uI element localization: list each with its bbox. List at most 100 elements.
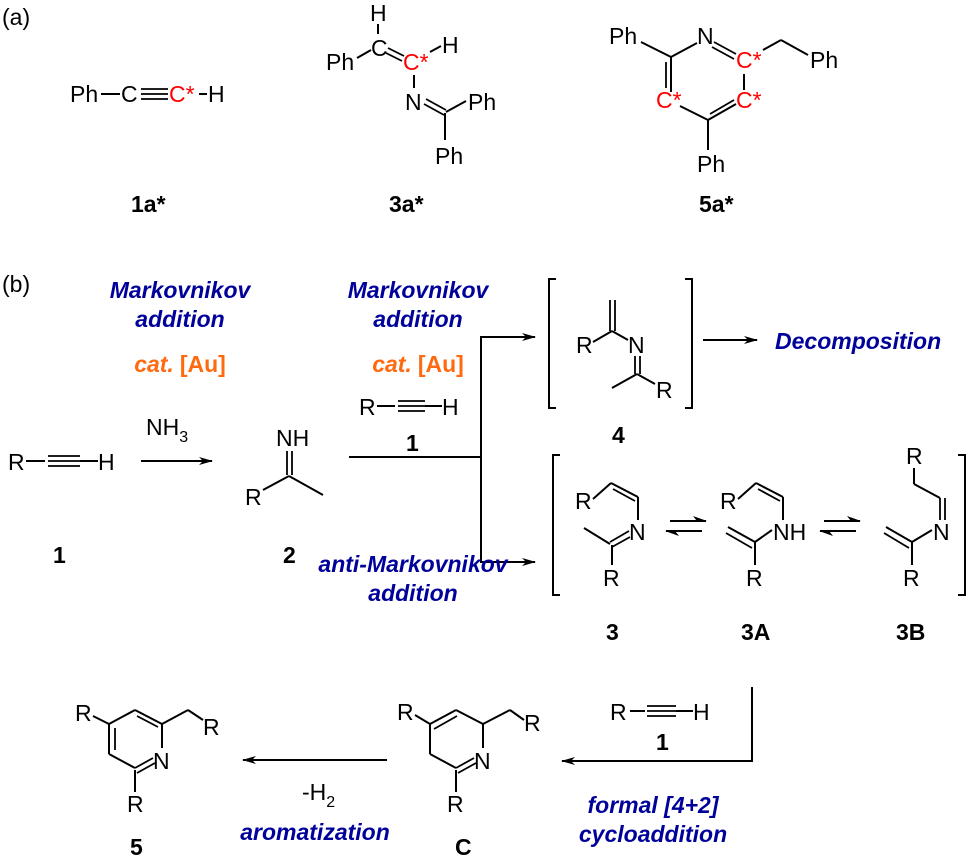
atom-r: R xyxy=(127,791,144,817)
atom-n: N xyxy=(153,748,170,774)
atom-n: N xyxy=(405,89,422,115)
single-bond xyxy=(670,42,698,58)
single-bond xyxy=(780,39,809,56)
double-bond-line xyxy=(387,47,405,57)
atom-ph: Ph xyxy=(810,47,838,73)
single-bond xyxy=(356,49,372,59)
double-bond-line xyxy=(725,532,753,549)
single-bond xyxy=(754,529,773,543)
atom-r: R xyxy=(576,332,593,358)
double-bond-line xyxy=(136,762,156,774)
cycloaddition-line2: cycloaddition xyxy=(579,821,727,847)
compound-2: NH R 2 xyxy=(245,425,324,568)
compound-label-5: 5 xyxy=(130,834,143,860)
atom-r: R xyxy=(359,394,376,420)
atom-ph: Ph xyxy=(326,49,354,75)
labeled-carbon: C* xyxy=(736,47,762,73)
compound-5a-star: Ph N C* Ph C* C* Ph 5a* xyxy=(609,23,838,217)
atom-n: N xyxy=(933,519,950,545)
single-bond xyxy=(92,715,110,725)
compound-3a-star: H C C* H Ph N Ph Ph 3a* xyxy=(326,0,496,217)
atom-r: R xyxy=(746,565,763,591)
single-bond xyxy=(762,39,782,51)
double-bond-line xyxy=(757,488,781,502)
double-bond-line xyxy=(709,99,735,115)
atom-h: H xyxy=(98,449,115,475)
single-bond xyxy=(134,709,163,725)
atom-r: R xyxy=(656,377,673,403)
double-bond-line xyxy=(136,715,159,728)
compound-label-1: 1 xyxy=(53,542,66,568)
atom-r: R xyxy=(524,710,541,736)
single-bond xyxy=(429,753,457,769)
reagent-label: 1 xyxy=(406,430,419,456)
single-bond xyxy=(911,529,933,543)
single-bond xyxy=(727,526,756,543)
atom-r: R xyxy=(245,484,262,510)
panel-a-label: (a) xyxy=(2,4,30,30)
atom-h: H xyxy=(442,394,459,420)
atom-n: N xyxy=(628,332,645,358)
atom-r: R xyxy=(203,714,220,740)
panel-b-label: (b) xyxy=(2,271,30,297)
decomposition-label: Decomposition xyxy=(775,328,941,354)
atom-r: R xyxy=(575,488,592,514)
single-bond xyxy=(707,103,737,121)
single-bond xyxy=(592,330,613,343)
left-bracket xyxy=(552,454,560,596)
single-bond xyxy=(108,753,136,769)
compound-label-3a-star: 3a* xyxy=(389,191,424,217)
labeled-carbon: C* xyxy=(403,49,429,75)
reagent-label: 1 xyxy=(656,729,669,755)
compound-label-1a-star: 1a* xyxy=(131,191,166,217)
single-bond xyxy=(262,475,290,491)
compound-label-C: C xyxy=(455,834,472,860)
single-bond xyxy=(679,105,709,121)
step1-condition-line1: Markovnikov xyxy=(110,277,252,303)
left-bracket xyxy=(548,278,556,409)
reagent-subscript: 2 xyxy=(326,794,335,811)
atom-ph: Ph xyxy=(435,143,463,169)
right-bracket xyxy=(958,454,966,596)
atom-r: R xyxy=(447,791,464,817)
single-bond xyxy=(885,526,913,543)
catalyst-metal: [Au] xyxy=(418,351,464,377)
atom-r: R xyxy=(603,565,620,591)
catalyst-prefix: cat. xyxy=(372,351,412,377)
compound-5: R R N R 5 xyxy=(75,700,220,860)
double-bond-line xyxy=(385,52,403,62)
single-bond xyxy=(161,709,189,725)
anti-markovnikov-line2: addition xyxy=(368,580,457,606)
step2-condition-line1: Markovnikov xyxy=(348,277,490,303)
atom-c: C xyxy=(121,81,138,107)
single-bond xyxy=(583,527,611,545)
reagent-text: -H xyxy=(302,779,326,805)
labeled-carbon: C* xyxy=(169,81,195,107)
atom-ph: Ph xyxy=(468,89,496,115)
single-bond xyxy=(455,709,484,725)
single-bond xyxy=(913,483,941,499)
aromatization-reagent: -H2 xyxy=(302,779,335,811)
compound-label-3B: 3B xyxy=(896,619,925,645)
atom-n: N xyxy=(629,519,646,545)
atom-ph: Ph xyxy=(609,23,637,49)
cycloaddition-line1: formal [4+2] xyxy=(587,792,719,818)
double-bond-line xyxy=(425,98,447,111)
atom-r: R xyxy=(903,565,920,591)
single-bond xyxy=(636,373,656,385)
atom-n: N xyxy=(474,748,491,774)
double-bond-line xyxy=(612,488,636,502)
step2-reagent-alkyne: R H 1 xyxy=(359,394,459,456)
step2-catalyst: cat.[Au] xyxy=(372,351,464,377)
single-bond xyxy=(611,373,638,389)
single-bond xyxy=(737,482,757,500)
catalyst-prefix: cat. xyxy=(134,351,174,377)
atom-nh: NH xyxy=(276,425,309,451)
double-bond-line xyxy=(711,46,735,60)
single-bond xyxy=(288,475,324,496)
atom-h: H xyxy=(208,81,225,107)
step1-catalyst: cat.[Au] xyxy=(134,351,226,377)
atom-r: R xyxy=(75,700,92,726)
step1-condition-line2: addition xyxy=(135,306,224,332)
